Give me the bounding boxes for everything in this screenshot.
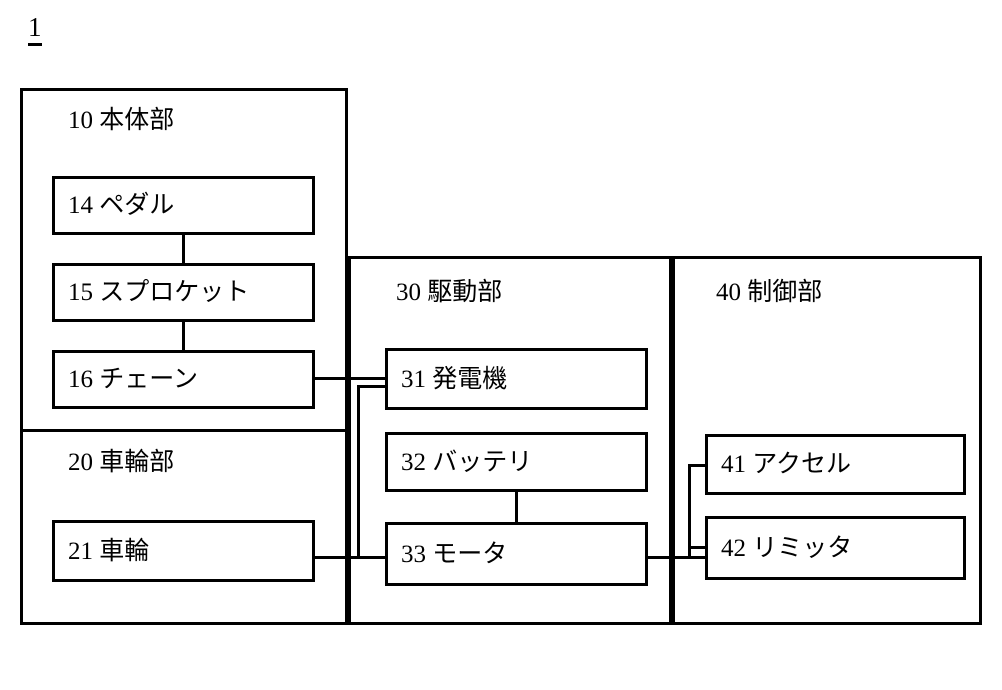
unit-box-chain[interactable]: 16 チェーン [52,350,315,409]
connector-limiter-stub [688,546,708,549]
unit-label-sprocket: 15 スプロケット [68,279,250,306]
connector-accel-stub [688,464,708,467]
unit-box-generator[interactable]: 31 発電機 [385,348,648,410]
unit-label-wheel: 21 車輪 [68,537,150,565]
connector-wheel-motor [313,556,388,559]
group-title-control-unit: 40 制御部 [716,279,823,306]
connector-battery-motor [515,489,518,523]
unit-box-motor[interactable]: 33 モータ [385,522,648,586]
unit-label-pedal: 14 ペダル [68,192,175,219]
unit-box-wheel[interactable]: 21 車輪 [52,520,315,582]
unit-label-generator: 31 発電機 [401,365,508,393]
unit-label-accel: 41 アクセル [721,451,852,478]
unit-box-accel[interactable]: 41 アクセル [705,434,966,495]
connector-control-riser [688,464,691,559]
group-title-wheel-unit: 20 車輪部 [68,449,175,476]
connector-generator-motor-riser [357,385,360,559]
group-container-drive [348,256,672,625]
group-container-left [20,88,348,625]
connector-chain-generator [313,377,388,380]
unit-box-pedal[interactable]: 14 ペダル [52,176,315,235]
unit-label-motor: 33 モータ [401,540,508,568]
figure-number: 1 [28,14,42,46]
group-title-drive-unit: 30 駆動部 [396,279,503,306]
connector-pedal-sprocket [182,232,185,265]
connector-sprocket-chain [182,319,185,351]
connector-generator-motor-top [357,385,388,388]
group-divider-body-wheel [20,429,348,432]
unit-box-battery[interactable]: 32 バッテリ [385,432,648,492]
unit-box-sprocket[interactable]: 15 スプロケット [52,263,315,322]
group-container-control [672,256,982,625]
connector-motor-control [646,556,707,559]
group-title-body-unit: 10 本体部 [68,107,175,134]
unit-label-limiter: 42 リミッタ [721,534,853,562]
unit-label-chain: 16 チェーン [68,366,199,393]
unit-label-battery: 32 バッテリ [401,448,533,476]
unit-box-limiter[interactable]: 42 リミッタ [705,516,966,580]
